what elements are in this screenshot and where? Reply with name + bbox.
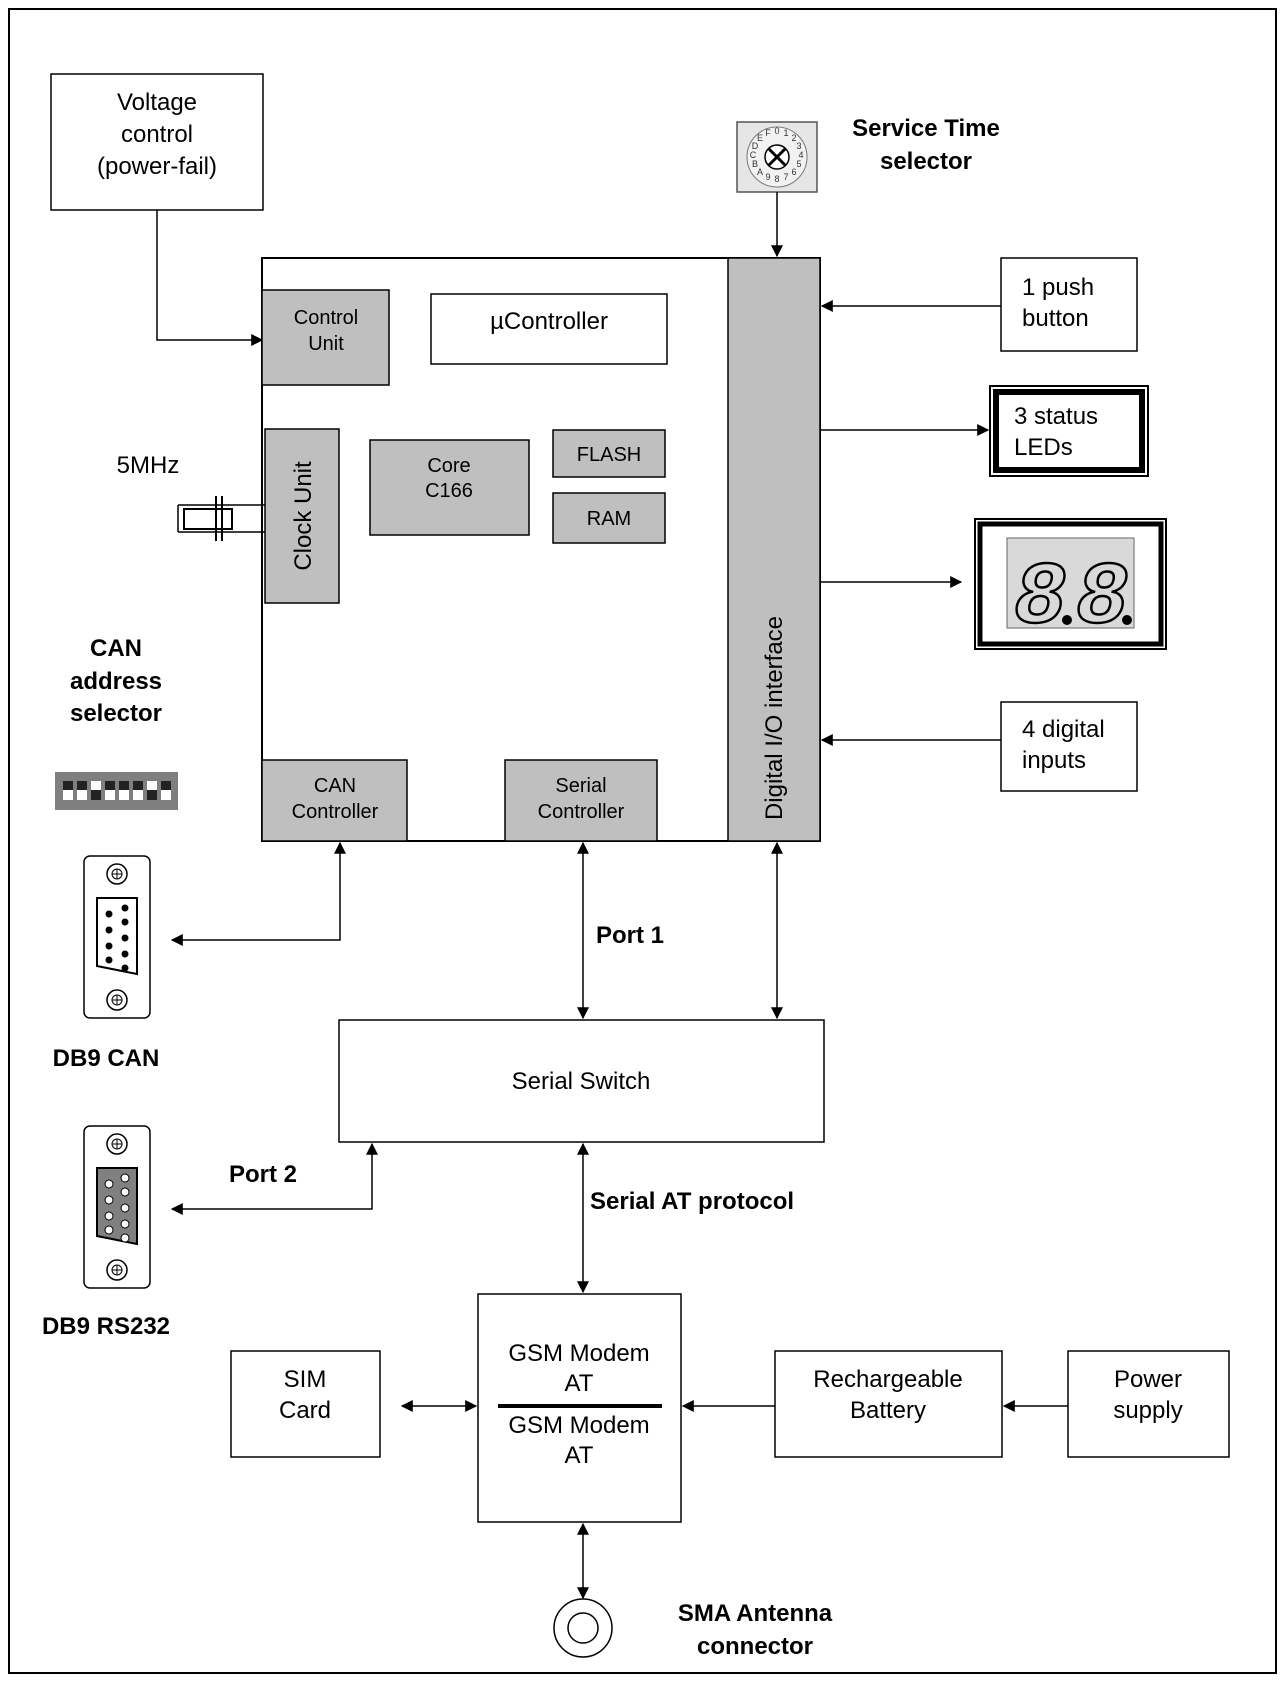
rotary-digit: 8 <box>774 174 779 184</box>
gsm-modem-bottom-label-2: AT <box>565 1442 594 1469</box>
db9-rs232-label: DB9 RS232 <box>42 1313 170 1340</box>
flash-box: FLASH <box>552 429 666 478</box>
sma-antenna-label-1: SMA Antenna <box>678 1600 833 1627</box>
control-unit-box: Control Unit <box>261 289 390 386</box>
serial-at-label: Serial AT protocol <box>590 1188 794 1215</box>
db9-can-connector-icon <box>83 855 151 1019</box>
core-box: Core C166 <box>369 439 530 536</box>
rotary-digit: 6 <box>791 167 796 177</box>
rotary-digit: 5 <box>796 159 801 169</box>
gsm-modem-bottom-label-1: GSM Modem <box>508 1412 649 1439</box>
ram-label: RAM <box>587 508 631 530</box>
rotary-digit: E <box>757 133 763 143</box>
digital-io-label: Digital I/O interface <box>761 616 788 820</box>
can-controller-label-2: Controller <box>292 801 379 823</box>
db9-rs232-connector-icon <box>83 1125 151 1289</box>
status-leds-label-1: 3 status <box>1014 403 1098 430</box>
port2-label: Port 2 <box>229 1161 297 1188</box>
push-button-box: 1 push button <box>1000 257 1138 352</box>
voltage-control-label-3: (power-fail) <box>97 153 217 180</box>
gsm-modem-top-label-1: GSM Modem <box>508 1340 649 1367</box>
status-leds-box: 3 status LEDs <box>989 385 1149 477</box>
rotary-digit: F <box>765 128 771 138</box>
voltage-control-label-1: Voltage <box>117 89 197 116</box>
push-button-label-2: button <box>1022 305 1089 332</box>
gsm-modem-top-label-2: AT <box>565 1370 594 1397</box>
serial-switch-box: Serial Switch <box>338 1019 825 1143</box>
crystal-icon <box>177 496 265 541</box>
db9-can-label: DB9 CAN <box>53 1045 160 1072</box>
status-leds-label-2: LEDs <box>1014 434 1073 461</box>
push-button-label-1: 1 push <box>1022 274 1094 301</box>
power-supply-label-2: supply <box>1113 1397 1182 1424</box>
gsm-modem-box: GSM Modem AT GSM Modem AT <box>477 1293 682 1523</box>
can-address-label-1: CAN <box>90 635 142 662</box>
sim-card-label-1: SIM <box>284 1366 327 1393</box>
serial-controller-box: Serial Controller <box>504 759 658 842</box>
rotary-digit: 2 <box>791 133 796 143</box>
rotary-digit: 9 <box>765 172 770 182</box>
serial-switch-label: Serial Switch <box>512 1068 651 1095</box>
control-unit-label-2: Unit <box>308 333 344 355</box>
voltage-control-box: Voltage control (power-fail) <box>50 73 264 211</box>
control-unit-label-1: Control <box>294 307 358 329</box>
ram-box: RAM <box>552 492 666 544</box>
rotary-switch-icon: 0 1 2 3 4 5 6 7 8 9 A B C D E F <box>736 121 818 193</box>
display-digit-2: 8 <box>1076 550 1129 649</box>
core-label-1: Core <box>427 455 470 477</box>
digital-io-interface-box: Digital I/O interface <box>727 257 821 842</box>
rotary-digit: B <box>752 159 758 169</box>
power-supply-box: Power supply <box>1067 1350 1230 1458</box>
rotary-digit: 3 <box>796 141 801 151</box>
flash-label: FLASH <box>577 444 641 466</box>
rotary-digit: C <box>750 150 757 160</box>
digital-inputs-label-1: 4 digital <box>1022 716 1105 743</box>
rotary-digit: D <box>752 141 759 151</box>
digital-inputs-label-2: inputs <box>1022 747 1086 774</box>
display-digit-1: 8 <box>1014 550 1067 649</box>
rechargeable-battery-box: Rechargeable Battery <box>774 1350 1003 1458</box>
sim-card-box: SIM Card <box>230 1350 381 1458</box>
voltage-control-label-2: control <box>121 121 193 148</box>
power-supply-label-1: Power <box>1114 1366 1182 1393</box>
rotary-digit: 0 <box>774 126 779 136</box>
rotary-digit: A <box>757 167 763 177</box>
can-controller-box: CAN Controller <box>261 759 408 842</box>
voltage-to-control-arrow <box>156 210 264 346</box>
rotary-digit: 7 <box>783 172 788 182</box>
clock-unit-label: Clock Unit <box>290 461 317 571</box>
can-address-label-2: address <box>70 668 162 695</box>
sma-antenna-icon <box>553 1598 613 1658</box>
core-label-2: C166 <box>425 480 473 502</box>
serial-controller-label-2: Controller <box>538 801 625 823</box>
serial-controller-label-1: Serial <box>555 775 606 797</box>
digital-inputs-box: 4 digital inputs <box>1000 701 1138 792</box>
port1-label: Port 1 <box>596 922 664 949</box>
can-controller-to-db9-arrow <box>170 841 346 946</box>
seven-segment-display-icon: 8 8 <box>974 518 1167 650</box>
microcontroller-box: µController <box>430 293 668 365</box>
clock-unit-box: Clock Unit <box>264 428 340 604</box>
service-time-label-2: selector <box>880 148 972 175</box>
page-frame <box>8 8 1277 1674</box>
rotary-digit: 1 <box>783 128 788 138</box>
battery-label-1: Rechargeable <box>813 1366 962 1393</box>
can-address-label-3: selector <box>70 700 162 727</box>
port2-arrow <box>170 1142 378 1215</box>
battery-label-2: Battery <box>850 1397 926 1424</box>
crystal-frequency-label: 5MHz <box>117 452 180 479</box>
microcontroller-label: µController <box>490 308 608 335</box>
rotary-digit: 4 <box>798 150 803 160</box>
can-controller-label-1: CAN <box>314 775 356 797</box>
sma-antenna-label-2: connector <box>697 1633 813 1660</box>
dip-switch-icon <box>55 772 178 810</box>
service-time-label-1: Service Time <box>852 115 1000 142</box>
sim-card-label-2: Card <box>279 1397 331 1424</box>
